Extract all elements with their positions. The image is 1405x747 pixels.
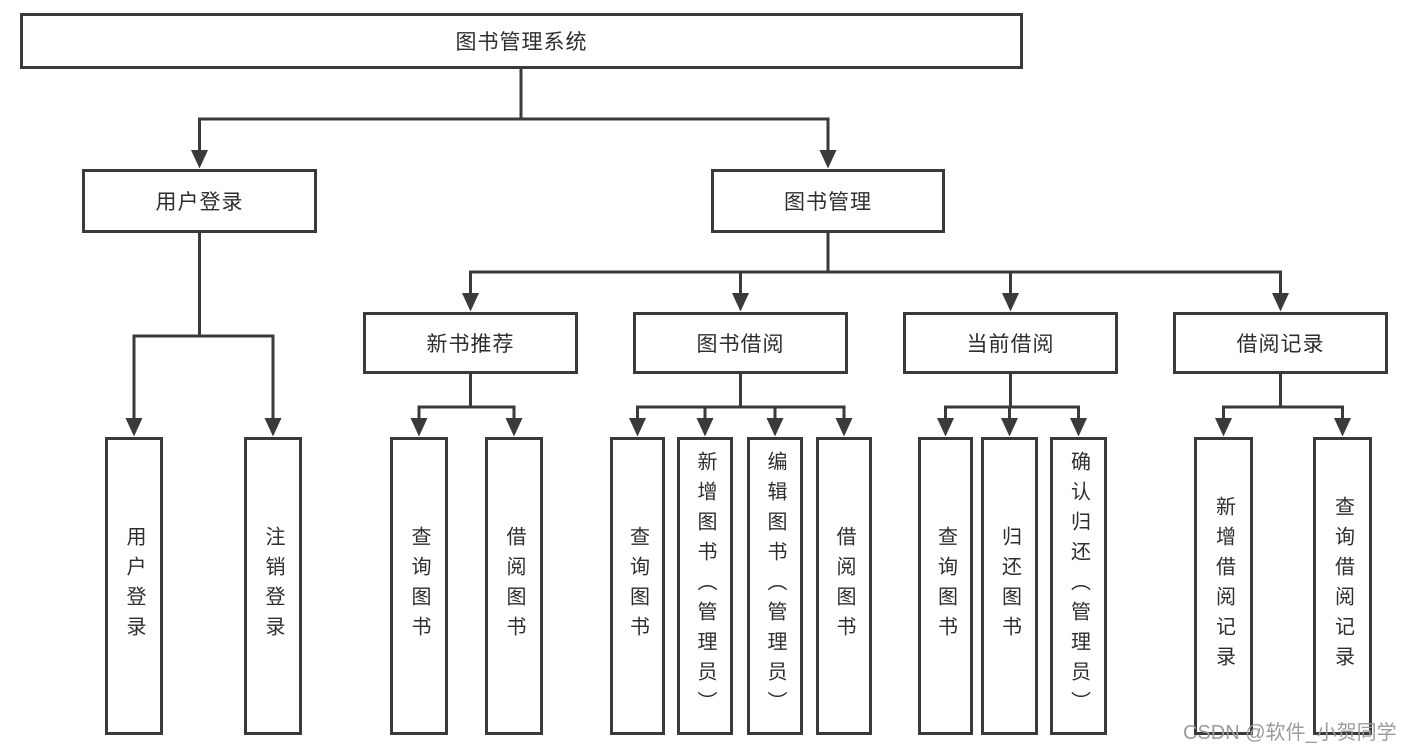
- leaf-label: 借阅图书: [503, 526, 525, 646]
- arrowhead: [937, 418, 954, 437]
- leaf-label: 注销登录: [262, 526, 284, 646]
- leaf-label: 确认归还（管理员）: [1067, 451, 1090, 721]
- leaf-label: 新增借阅记录: [1212, 496, 1235, 676]
- node-user-login: 用户登录: [82, 169, 317, 233]
- leaf-edit-books-admin: 编辑图书（管理员）: [747, 437, 803, 735]
- arrowhead: [410, 418, 428, 437]
- leaf-return-books: 归还图书: [981, 437, 1038, 735]
- leaf-label: 编辑图书（管理员）: [764, 451, 786, 721]
- leaf-query-books-borrow: 查询图书: [610, 437, 665, 735]
- node-current-borrowing: 当前借阅: [903, 312, 1118, 374]
- node-book-management: 图书管理: [711, 169, 945, 233]
- node-label: 当前借阅: [966, 333, 1055, 356]
- connector-lines: [132, 68, 1344, 420]
- leaf-label: 用户登录: [123, 526, 145, 646]
- arrowhead: [191, 150, 208, 169]
- arrowhead: [766, 418, 784, 437]
- node-label: 新书推荐: [426, 333, 515, 356]
- leaf-label: 归还图书: [998, 526, 1021, 646]
- node-label: 借阅记录: [1236, 333, 1325, 356]
- arrowhead: [125, 418, 143, 437]
- connector-arrowheads: [125, 150, 1351, 437]
- arrowhead: [1272, 293, 1289, 312]
- leaf-logout: 注销登录: [244, 437, 302, 735]
- leaf-user-login: 用户登录: [105, 437, 163, 735]
- watermark: CSDN @软件_小贺同学: [1183, 722, 1397, 744]
- leaf-query-borrow-record: 查询借阅记录: [1313, 437, 1372, 735]
- arrowhead: [1001, 418, 1018, 437]
- arrowhead: [819, 150, 837, 169]
- node-label: 用户登录: [155, 191, 244, 214]
- node-book-borrowing: 图书借阅: [633, 312, 848, 374]
- arrowhead: [835, 418, 853, 437]
- leaf-label: 查询图书: [408, 526, 430, 646]
- leaf-label: 查询借阅记录: [1331, 496, 1354, 676]
- leaf-borrow-books-recommend: 借阅图书: [485, 437, 543, 735]
- leaf-label: 查询图书: [626, 526, 649, 646]
- leaf-confirm-return-admin: 确认归还（管理员）: [1050, 437, 1107, 735]
- arrowhead: [505, 418, 523, 437]
- arrowhead: [1002, 293, 1019, 312]
- arrowhead: [1215, 418, 1232, 437]
- arrowhead: [264, 418, 282, 437]
- node-root: 图书管理系统: [20, 13, 1023, 69]
- leaf-label: 借阅图书: [833, 526, 855, 646]
- leaf-label: 查询图书: [934, 526, 957, 646]
- node-label: 图书借阅: [696, 333, 785, 356]
- leaf-add-books-admin: 新增图书（管理员）: [677, 437, 733, 735]
- leaf-add-borrow-record: 新增借阅记录: [1194, 437, 1253, 735]
- leaf-borrow-books: 借阅图书: [816, 437, 872, 735]
- leaf-label: 新增图书（管理员）: [694, 451, 716, 721]
- node-root-label: 图书管理系统: [455, 31, 588, 54]
- node-new-book-recommend: 新书推荐: [363, 312, 578, 374]
- arrowhead: [1334, 418, 1351, 437]
- arrowhead: [1070, 418, 1087, 437]
- arrowhead: [629, 418, 646, 437]
- arrowhead: [696, 418, 714, 437]
- leaf-query-books-recommend: 查询图书: [390, 437, 448, 735]
- arrowhead: [462, 293, 479, 312]
- leaf-query-books-current: 查询图书: [918, 437, 973, 735]
- arrowhead: [732, 293, 749, 312]
- node-label: 图书管理: [784, 191, 872, 214]
- node-borrow-records: 借阅记录: [1173, 312, 1388, 374]
